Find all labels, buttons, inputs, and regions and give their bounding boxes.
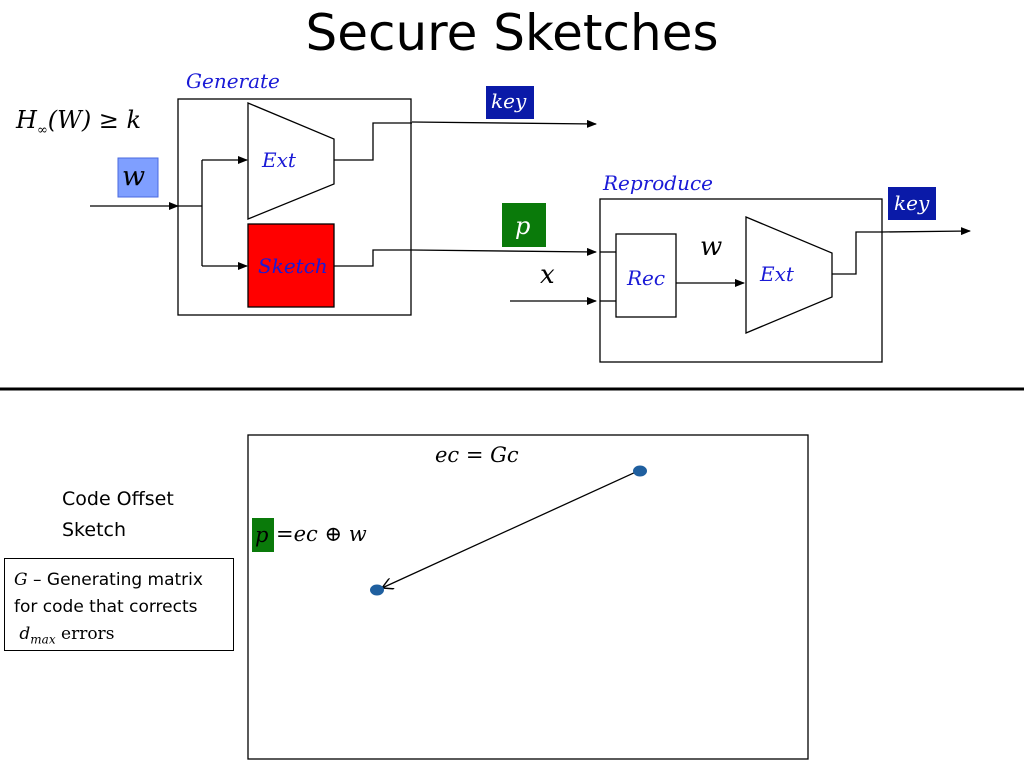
reproduce-box [599, 198, 883, 363]
reproduce-label: Reproduce [602, 171, 713, 195]
p-lower-label: p [255, 523, 268, 547]
codeword-point [633, 465, 647, 477]
p-output-arrow [411, 247, 597, 256]
note-line-1: G – Generating matrix [14, 567, 227, 594]
code-offset-heading-line1: Code Offset [62, 488, 174, 510]
code-offset-heading: Code Offset Sketch [62, 484, 174, 546]
sketch-output-line [334, 249, 412, 267]
note-d-sub: max [30, 632, 56, 647]
entropy-h: H [15, 106, 38, 134]
p-equation: =ec ⊕ w [276, 522, 367, 546]
generator-note-box: G – Generating matrix for code that corr… [4, 558, 234, 651]
p-badge-label: p [515, 212, 530, 240]
key-top-badge [486, 86, 534, 119]
codeword-equation: ec = Gc [435, 443, 519, 467]
p-badge [502, 203, 546, 247]
note-errors: errors [55, 624, 115, 644]
w-input-badge [117, 157, 159, 198]
offset-arrow [382, 470, 639, 588]
x-input-label: x [540, 260, 555, 290]
reproduce-ext-label: Ext [759, 262, 795, 286]
generate-ext-block [247, 102, 335, 220]
key-output-arrow [411, 119, 597, 128]
ext-output-line [334, 122, 412, 161]
reproduce-ext-output-line [832, 231, 882, 275]
key-top-label: key [491, 89, 527, 113]
entropy-rest: (W) ≥ k [48, 106, 141, 134]
p-lower-badge [252, 518, 274, 552]
entropy-infinity: ∞ [37, 123, 48, 138]
note-line-2: for code that corrects [14, 597, 198, 617]
key-right-label: key [894, 191, 930, 215]
code-offset-heading-line2: Sketch [62, 519, 127, 541]
generate-ext-label: Ext [261, 148, 297, 172]
reproduce-w-label: w [700, 232, 722, 262]
reproduce-key-arrow [881, 227, 971, 236]
note-line-3: dmax errors [14, 621, 227, 653]
sketch-block [247, 223, 335, 308]
code-offset-box [247, 434, 809, 760]
rec-label: Rec [626, 266, 665, 290]
note-dash-text: – Generating matrix [27, 570, 203, 590]
reproduce-ext-block [745, 216, 833, 334]
generate-label: Generate [186, 69, 280, 93]
note-d: d [19, 624, 31, 644]
w-input-label: w [122, 161, 145, 192]
rec-block [615, 233, 677, 318]
sketch-label: Sketch [258, 254, 328, 278]
key-right-badge [888, 187, 936, 220]
offset-point [370, 584, 384, 596]
note-g: G [14, 570, 28, 590]
slide-title: Secure Sketches [305, 4, 719, 62]
entropy-condition: H∞(W) ≥ k [15, 106, 141, 138]
